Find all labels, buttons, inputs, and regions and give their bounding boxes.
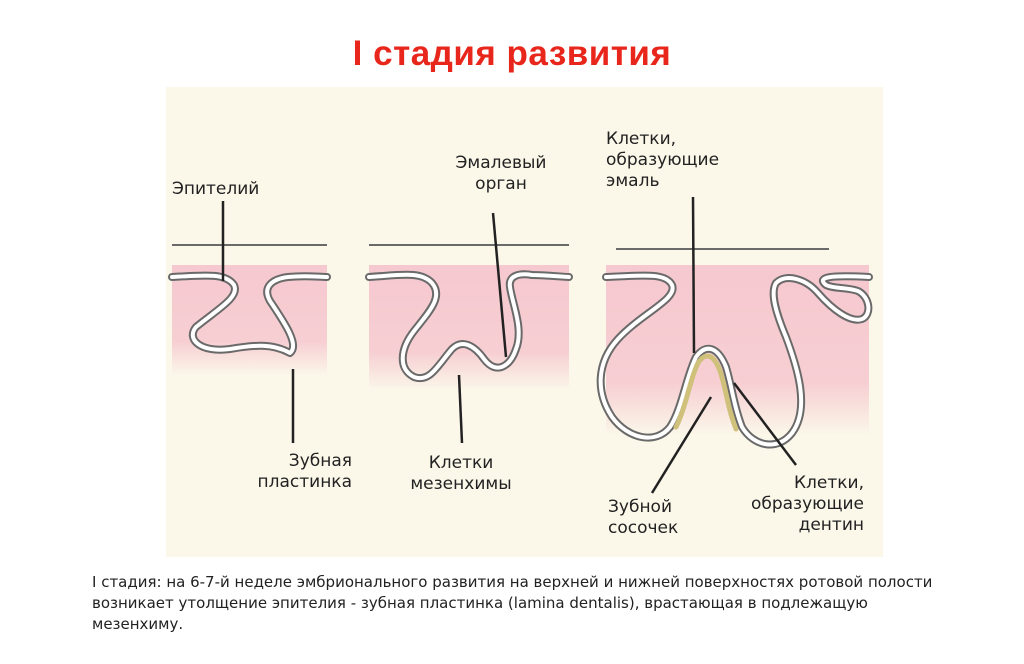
label-dentin-forming-cells: Клетки, образующие дентин xyxy=(750,473,864,535)
pointer-odontoblasts xyxy=(733,382,797,466)
pointer-mesenchyme xyxy=(457,374,464,444)
tooth-germ-shape xyxy=(596,271,873,449)
cell-layer xyxy=(673,353,739,432)
tooth-development-diagram xyxy=(168,196,873,494)
tissue-zone-2 xyxy=(369,265,569,390)
tissue-zone-1 xyxy=(172,265,327,375)
enamel-organ-shape xyxy=(365,270,573,383)
label-epithelium: Эпителий xyxy=(172,179,260,199)
pointer-dental-papilla xyxy=(650,396,713,494)
dental-lamina-shape xyxy=(168,271,331,357)
pointer-ameloblasts xyxy=(691,196,696,354)
caption-text: I стадия: на 6-7-й неделе эмбрионального… xyxy=(92,573,933,633)
pointer-enamel-organ xyxy=(491,212,508,358)
diagram-panel: Эпителий Зубная пластинка Эмалевый орган… xyxy=(166,87,883,557)
slide-title: I стадия развития xyxy=(352,34,672,73)
label-dental-papilla: Зубной сосочек xyxy=(608,497,679,538)
label-enamel-organ: Эмалевый орган xyxy=(455,153,547,194)
label-enamel-forming-cells: Клетки, образующие эмаль xyxy=(606,129,720,191)
label-dental-lamina: Зубная пластинка xyxy=(257,451,353,492)
label-mesenchyme-cells: Клетки мезенхимы xyxy=(410,453,512,494)
